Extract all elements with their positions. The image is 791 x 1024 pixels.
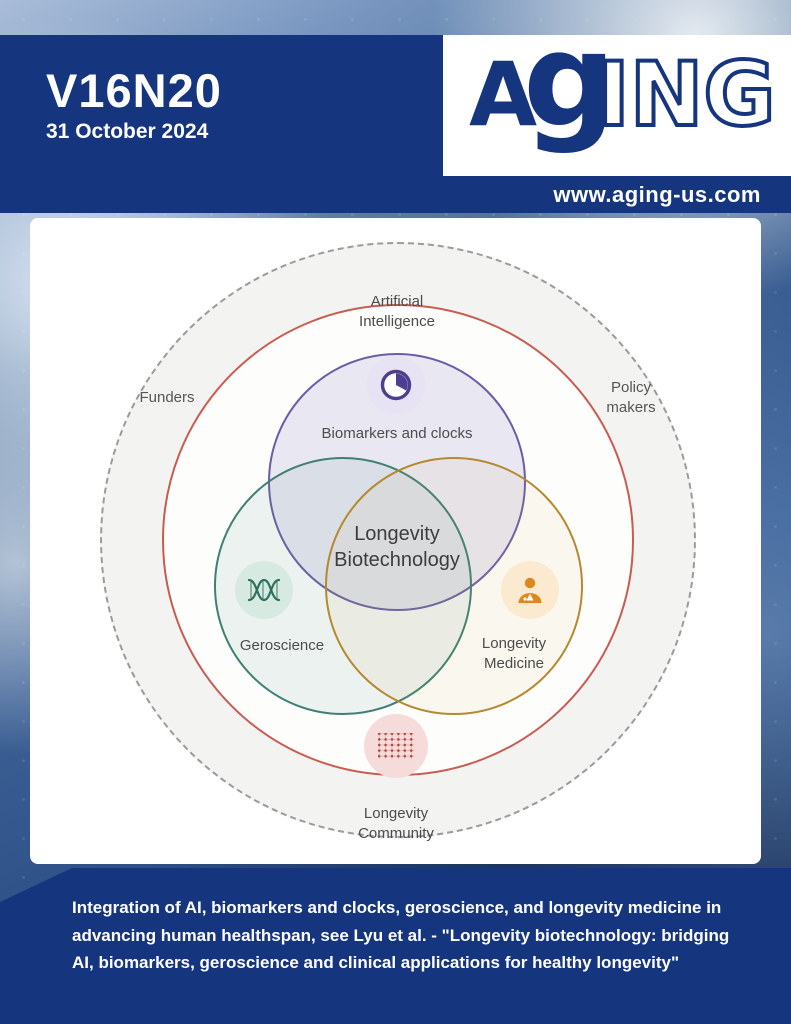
clock-icon xyxy=(380,369,412,401)
dna-icon-bubble xyxy=(235,561,293,619)
doctor-icon xyxy=(518,577,542,603)
website-link[interactable]: www.aging-us.com xyxy=(553,182,761,207)
doctor-icon-bubble xyxy=(501,561,559,619)
logo-letter-a: A xyxy=(469,43,537,146)
caption-banner: Integration of AI, biomarkers and clocks… xyxy=(0,868,791,1024)
issue-number: V16N20 xyxy=(46,63,222,117)
website-bar: www.aging-us.com xyxy=(0,176,791,213)
ai-label: Artificial Intelligence xyxy=(359,293,435,330)
biomarkers-label: Biomarkers and clocks xyxy=(321,425,473,442)
funders-label: Funders xyxy=(139,389,195,406)
community-icon-bubble xyxy=(364,714,428,778)
logo-letters-ing: ING xyxy=(597,43,776,146)
aging-logo: A g ING xyxy=(469,37,778,156)
issue-date: 31 October 2024 xyxy=(46,120,209,144)
journal-logo-panel: A g ING xyxy=(443,35,791,176)
community-network-icon xyxy=(378,733,414,759)
issue-banner: V16N20 31 October 2024 xyxy=(0,35,443,176)
cover-caption: Integration of AI, biomarkers and clocks… xyxy=(72,898,730,973)
longevity-medicine-label: Longevity Medicine xyxy=(481,635,547,672)
policy-makers-label: Policy makers xyxy=(606,379,656,416)
figure-card: Artificial Intelligence Biomarkers and c… xyxy=(30,218,761,864)
center-label: Longevity Biotechnology xyxy=(334,523,460,571)
geroscience-label: Geroscience xyxy=(239,637,325,654)
clock-icon-bubble xyxy=(367,356,425,414)
longevity-community-label: Longevity Community xyxy=(358,805,434,842)
dna-icon xyxy=(247,578,281,602)
logo-letter-g: g xyxy=(523,37,616,156)
